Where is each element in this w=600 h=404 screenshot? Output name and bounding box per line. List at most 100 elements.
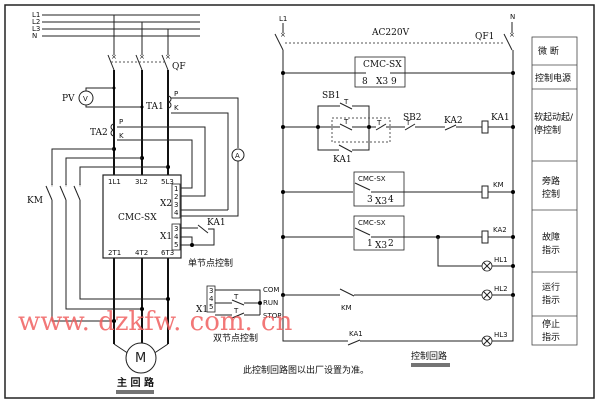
legend-row-fault-indicator: 故障指示	[542, 233, 561, 256]
svg-text:4: 4	[174, 233, 179, 241]
svg-text:2: 2	[174, 193, 178, 201]
svg-text:T: T	[405, 119, 411, 127]
svg-text:T: T	[376, 119, 382, 127]
linked-switch-dashbox	[331, 117, 391, 143]
bus-label-n: N	[32, 32, 37, 40]
row1-device-box	[354, 56, 406, 88]
ka2-coil-label: KA2	[493, 226, 507, 234]
svg-text:P: P	[119, 118, 123, 126]
run-label: RUN	[263, 299, 278, 307]
svg-text:×: ×	[111, 53, 117, 61]
ka2-coil	[481, 230, 489, 244]
ka1-coil-label: KA1	[491, 113, 510, 123]
qf1-label: QF1	[475, 32, 494, 42]
legend-row-softstart-control: 软起动起/停控制	[534, 113, 574, 136]
svg-text:T: T	[343, 118, 349, 126]
com-label: COM	[263, 286, 279, 294]
svg-text:KA1: KA1	[207, 218, 226, 228]
hl2-label: HL2	[494, 285, 508, 293]
ka1-contact-label: KA1	[349, 330, 363, 338]
svg-text:3: 3	[174, 201, 178, 209]
legend-row-bypass-control: 旁路控制	[542, 177, 561, 200]
svg-text:K: K	[174, 104, 179, 112]
svg-text:X3: X3	[376, 77, 388, 87]
dual-x1-connector	[206, 285, 216, 313]
ct-ta2: TA2 P K	[90, 118, 206, 197]
legend-row-micro-breaker: 微 断	[538, 45, 559, 57]
svg-text:CMC-SX: CMC-SX	[358, 175, 386, 183]
bus-label-l3: L3	[32, 25, 40, 33]
terminal-5l3: 5L3	[161, 178, 174, 186]
svg-text:◦: ◦	[78, 182, 82, 190]
x1-label: X1	[160, 232, 172, 242]
svg-text:TA2: TA2	[90, 128, 108, 138]
bus-label-l1: L1	[32, 11, 40, 19]
control-circuit-title: 控制回路	[411, 350, 447, 362]
svg-text:5: 5	[209, 303, 213, 311]
km-coil-label: KM	[493, 181, 504, 189]
dual-contact-control: 3 4 5 X1 TT COM RUN STOP 双节点控制	[196, 285, 281, 344]
ka1-single-contact: KA1	[180, 218, 226, 247]
main-circuit: L1 L2 L3 N ××× QF V PV TA1	[27, 11, 245, 394]
hl3-lamp-icon	[481, 335, 493, 347]
svg-text:TA1: TA1	[146, 102, 164, 112]
hl1-label: HL1	[494, 256, 508, 264]
voltmeter-label: PV	[62, 94, 75, 104]
svg-text:X3: X3	[375, 197, 387, 207]
control-n-label: N	[510, 13, 515, 21]
svg-text:K: K	[119, 132, 124, 140]
terminal-2t1: 2T1	[108, 249, 121, 257]
km-contact-label: KM	[341, 304, 352, 312]
svg-text:3: 3	[174, 225, 178, 233]
hl1-lamp-icon	[481, 260, 493, 272]
x2-label: X2	[160, 199, 172, 209]
svg-text:KM: KM	[27, 196, 43, 206]
svg-text:×: ×	[280, 31, 286, 39]
bus-label-l2: L2	[32, 18, 40, 26]
svg-text:◦: ◦	[64, 182, 68, 190]
svg-text:4: 4	[388, 195, 394, 205]
row4-device-box	[353, 215, 405, 251]
legend-row-run-indicator: 运行指示	[542, 283, 561, 306]
terminal-6t3: 6T3	[161, 249, 174, 257]
x2-connector	[171, 183, 181, 219]
svg-text:T: T	[233, 293, 239, 301]
control-circuit: L1 N AC220V QF1 ×× CMC-SX 8 X3 9	[243, 13, 515, 376]
dual-contact-caption: 双节点控制	[213, 332, 258, 344]
svg-text:X3: X3	[375, 241, 387, 251]
ct-ta1: TA1 P K	[146, 90, 239, 210]
ka1-hold-label: KA1	[333, 155, 352, 165]
motor-icon	[125, 342, 157, 374]
ka2-contact-label: KA2	[444, 116, 463, 126]
single-contact-caption: 单节点控制	[188, 257, 233, 269]
km-bypass-contacts: ◦ ◦ ◦ KM	[27, 182, 82, 206]
terminal-3l2: 3L2	[135, 178, 148, 186]
stop-label: STOP	[263, 312, 281, 320]
sb1-label: SB1	[322, 91, 341, 101]
legend-row-control-power: 控制电源	[535, 72, 571, 84]
svg-text:T: T	[343, 98, 349, 106]
sb2-label: SB2	[403, 113, 422, 123]
terminal-4t2: 4T2	[135, 249, 148, 257]
ka1-coil	[481, 120, 489, 134]
ammeter-symbol: A	[235, 152, 240, 160]
motor-symbol: M	[135, 351, 146, 366]
svg-text:8: 8	[362, 77, 368, 87]
svg-text:4: 4	[174, 209, 179, 217]
svg-text:5: 5	[174, 241, 178, 249]
terminal-1l1: 1L1	[108, 178, 121, 186]
voltmeter-symbol: V	[83, 95, 88, 103]
hl3-label: HL3	[494, 331, 508, 339]
svg-text:×: ×	[165, 53, 171, 61]
row3-device-box	[353, 171, 405, 207]
svg-text:T: T	[233, 307, 239, 315]
svg-text:1: 1	[174, 185, 178, 193]
svg-text:◦: ◦	[50, 182, 54, 190]
legend-row-stop-indicator: 停止指示	[542, 320, 561, 343]
control-l1-label: L1	[279, 15, 287, 23]
dual-x1-label: X1	[196, 305, 208, 315]
hl2-lamp-icon	[481, 289, 493, 301]
qf-label: QF	[172, 62, 186, 72]
km-coil	[481, 185, 489, 199]
